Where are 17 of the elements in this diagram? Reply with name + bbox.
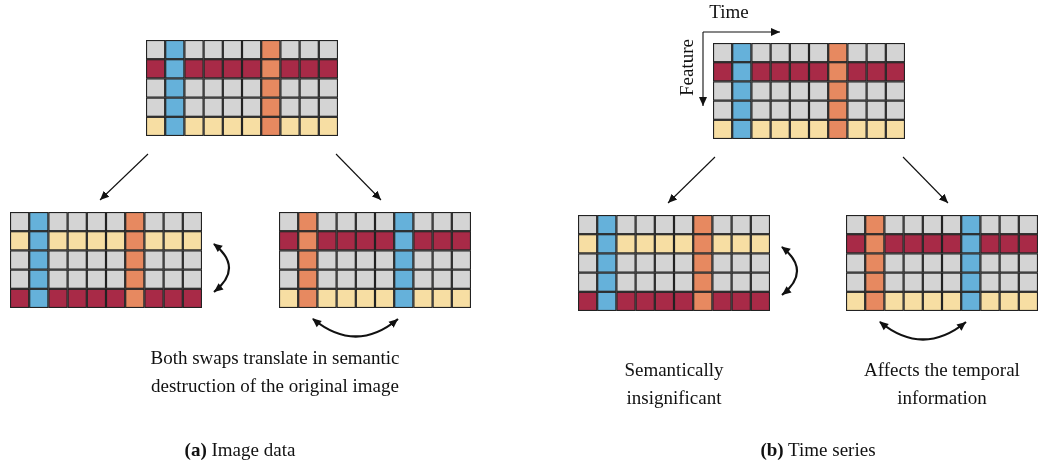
arrow: [335, 153, 382, 201]
note-text: Affects the temporal information: [863, 358, 1021, 410]
arrow: [99, 153, 149, 201]
arrow: [667, 156, 716, 204]
grid-drawing: [578, 215, 770, 311]
arrow: [902, 156, 949, 204]
grid-drawing: [279, 212, 471, 308]
grid-drawing: [846, 215, 1038, 311]
axis-label: Feature: [675, 40, 698, 96]
note-text: Both swaps translate in semantic destruction of the original image: [149, 346, 401, 398]
grid-drawing: [10, 212, 202, 308]
caption-text: (b) Time series: [759, 438, 877, 462]
axis-label: Time: [708, 0, 750, 24]
grid-drawing: [713, 43, 905, 139]
caption-text: (a) Image data: [183, 438, 297, 462]
grid-drawing: [146, 40, 338, 136]
note-text: Semantically insignificant: [623, 358, 725, 410]
